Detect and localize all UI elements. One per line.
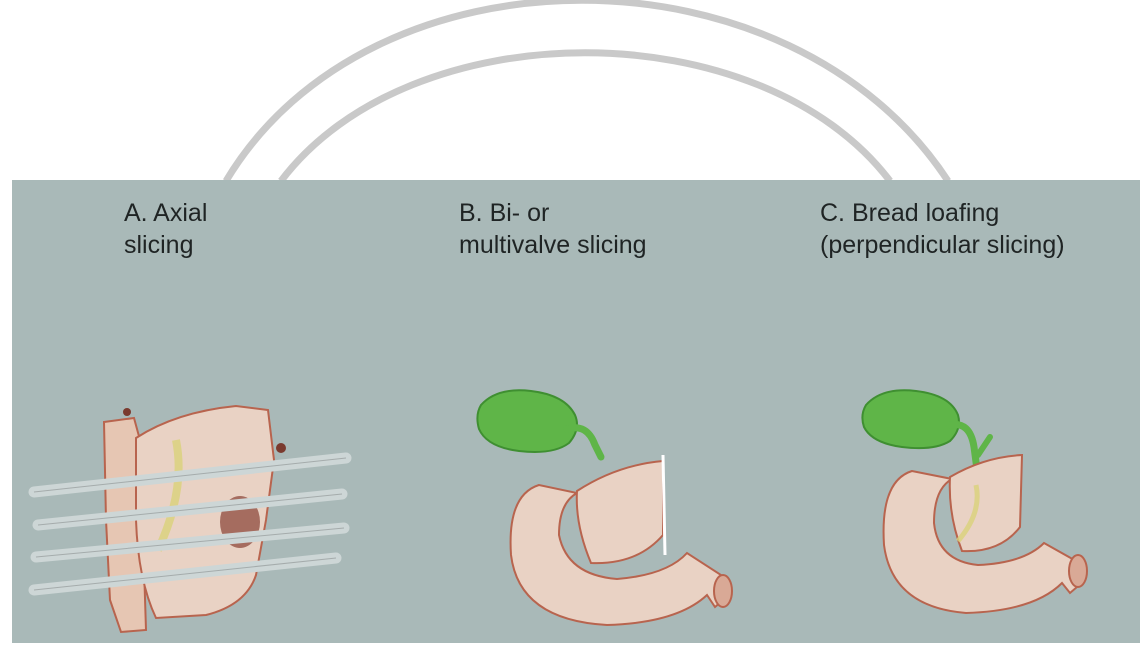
gallbladder (477, 390, 577, 452)
caption-b-line2: multivalve slicing (459, 229, 647, 261)
duodenum-opening (1069, 555, 1087, 587)
duct-branch (978, 437, 990, 455)
cut-plane-line (663, 455, 665, 555)
axial-slicing-illustration (26, 400, 356, 645)
vessel-dot-small (123, 408, 131, 416)
vessel-dot (276, 443, 286, 453)
caption-c-line2: (perpendicular slicing) (820, 229, 1065, 261)
bread-loafing-illustration (854, 385, 1104, 640)
gallbladder (862, 390, 959, 448)
caption-b-line1: B. Bi- or (459, 197, 647, 229)
multivalve-slicing-illustration (467, 385, 747, 645)
caption-axial-slicing: A. Axial slicing (124, 197, 207, 261)
caption-a-line1: A. Axial (124, 197, 207, 229)
pancreas-half (577, 461, 663, 563)
caption-multivalve-slicing: B. Bi- or multivalve slicing (459, 197, 647, 261)
caption-bread-loafing: C. Bread loafing (perpendicular slicing) (820, 197, 1065, 261)
decorative-arcs (0, 0, 1142, 200)
caption-c-line1: C. Bread loafing (820, 197, 1065, 229)
caption-a-line2: slicing (124, 229, 207, 261)
duodenum-opening (714, 575, 732, 607)
illustration-panel: A. Axial slicing B. Bi- or multivalve sl… (12, 180, 1140, 643)
outer-arc (226, 0, 948, 181)
inner-arc (281, 53, 890, 181)
